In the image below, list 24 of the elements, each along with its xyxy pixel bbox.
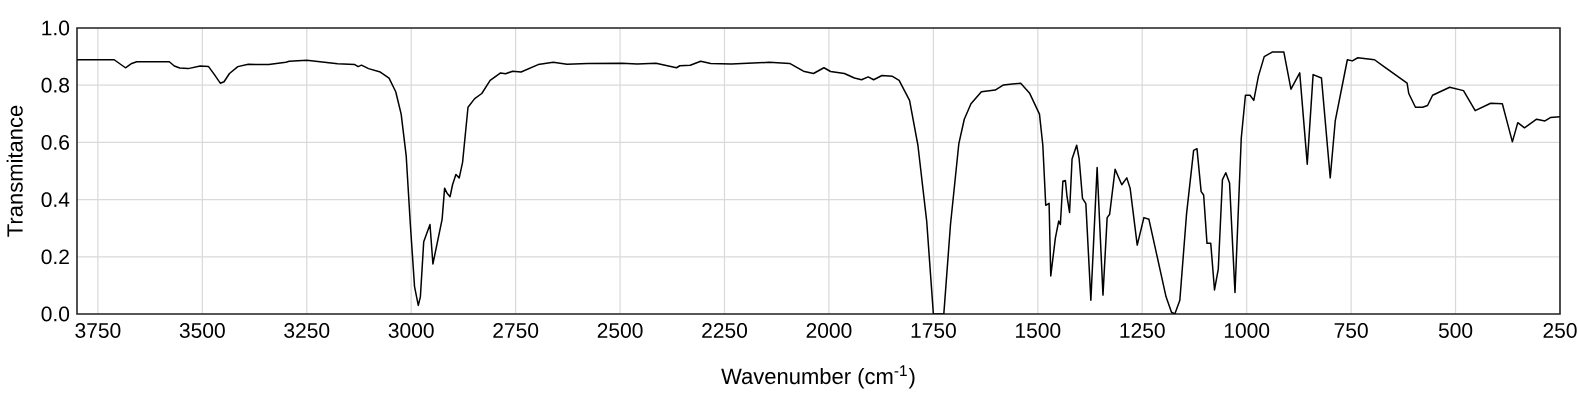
- tick-label: 500: [1438, 323, 1473, 338]
- tick-label: 2250: [702, 323, 747, 338]
- tick-label: 1250: [1120, 323, 1165, 338]
- tick-label: 2750: [493, 323, 539, 338]
- tick-label: 0.0: [41, 306, 70, 322]
- tick-label: 3500: [179, 323, 225, 338]
- tick-label: 0.6: [41, 135, 69, 150]
- tick-label: 250: [1543, 323, 1577, 338]
- tick-label: 0.2: [41, 249, 69, 265]
- tick-label: 1.0: [42, 20, 70, 36]
- axis-title: Wavenumber (cm$^{-1}$): [721, 365, 915, 389]
- tick-label: 2500: [597, 323, 643, 338]
- tick-label: 750: [1334, 323, 1368, 338]
- tick-label: 0.8: [41, 77, 69, 93]
- tick-label: 3000: [388, 323, 434, 338]
- tick-label: 1500: [1016, 323, 1061, 338]
- tick-label: 1750: [911, 323, 956, 338]
- axis-title: Transmitance: [6, 105, 23, 237]
- line-series: [77, 51, 1560, 314]
- tick-label: 1000: [1224, 323, 1270, 338]
- tick-label: 3750: [75, 323, 121, 338]
- tick-label: 3250: [284, 323, 330, 338]
- tick-label: 2000: [806, 323, 852, 338]
- tick-label: 0.4: [41, 192, 70, 208]
